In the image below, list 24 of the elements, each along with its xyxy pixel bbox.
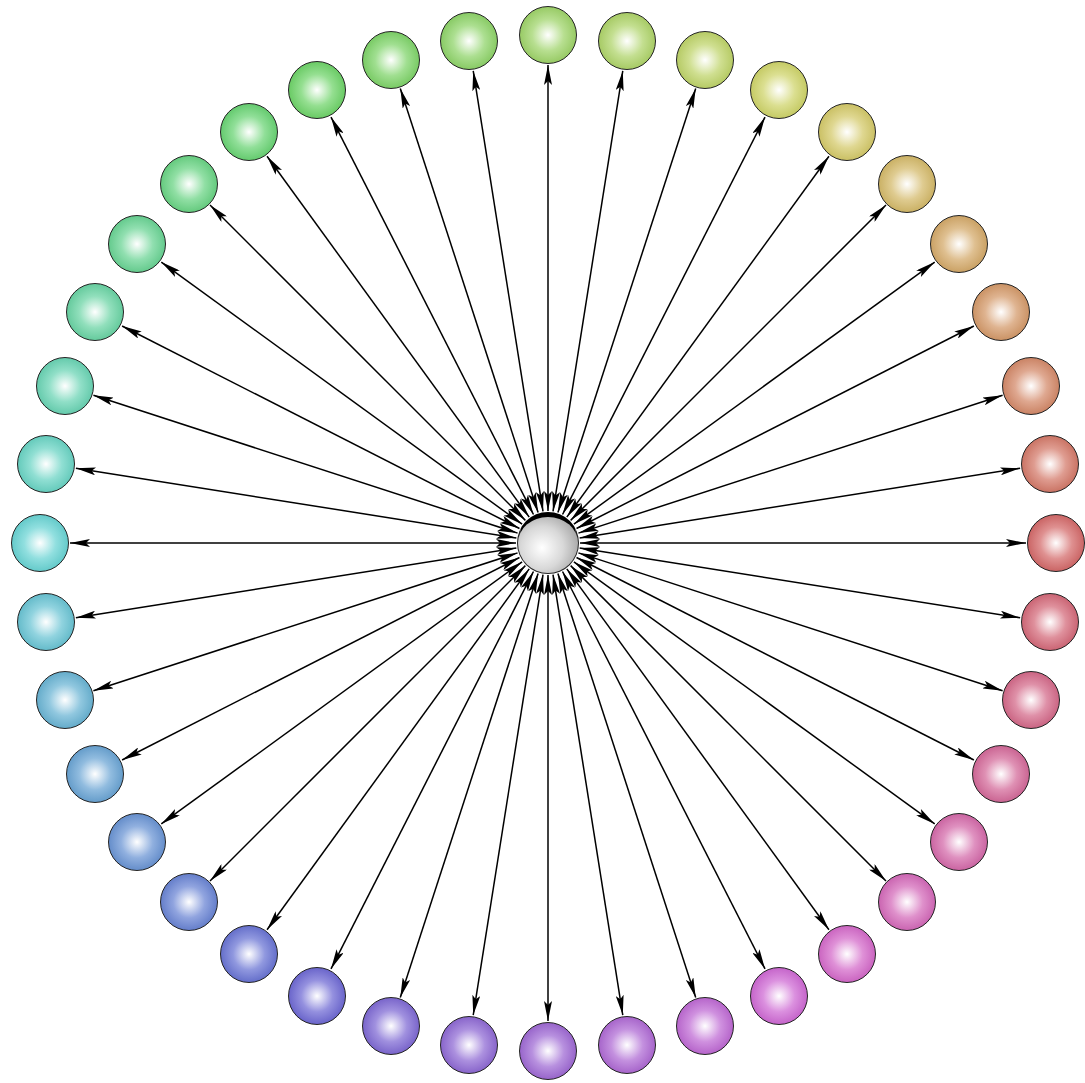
double-arrow bbox=[209, 564, 527, 882]
double-arrow bbox=[577, 552, 1004, 692]
double-arrow bbox=[92, 394, 519, 534]
double-arrow bbox=[578, 547, 1021, 619]
double-arrow bbox=[209, 204, 527, 522]
double-arrow bbox=[569, 564, 887, 882]
double-arrow bbox=[557, 87, 697, 514]
double-arrow bbox=[399, 572, 539, 999]
double-arrow bbox=[69, 539, 517, 547]
double-arrow bbox=[544, 64, 552, 512]
double-arrow bbox=[544, 574, 552, 1022]
double-arrow bbox=[75, 467, 518, 539]
double-arrow bbox=[92, 552, 519, 692]
double-arrow bbox=[552, 70, 624, 513]
double-arrow bbox=[399, 87, 539, 514]
double-arrow bbox=[579, 539, 1027, 547]
double-arrow bbox=[557, 572, 697, 999]
double-arrow bbox=[75, 547, 518, 619]
double-arrow bbox=[552, 573, 624, 1016]
double-arrow bbox=[472, 70, 544, 513]
double-arrow bbox=[577, 394, 1004, 534]
double-arrow bbox=[569, 204, 887, 522]
double-arrow bbox=[578, 467, 1021, 539]
double-arrow bbox=[472, 573, 544, 1016]
